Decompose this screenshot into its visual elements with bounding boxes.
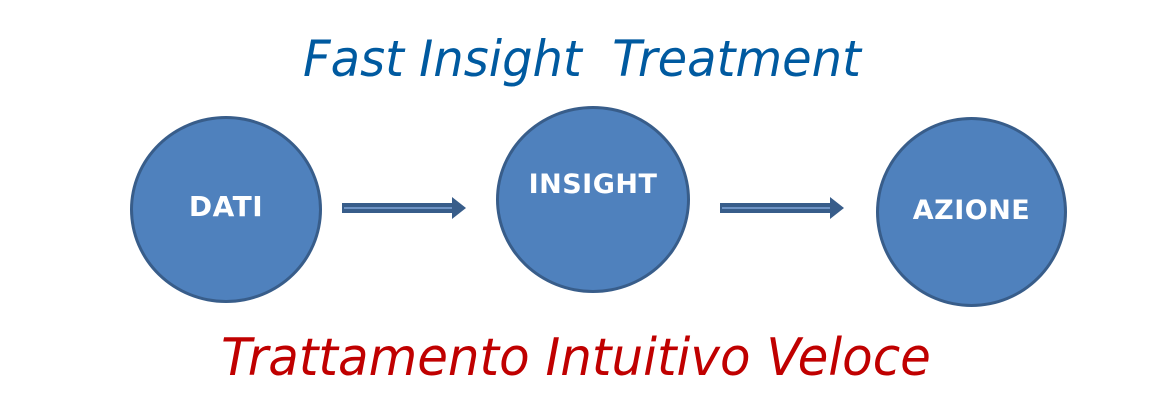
node-label-azione: AZIONE: [912, 194, 1031, 226]
node-label-dati: DATI: [188, 190, 264, 223]
right-arrow-icon: [342, 197, 466, 219]
right-arrow-icon: [720, 197, 844, 219]
node-insight: INSIGHT: [496, 106, 690, 293]
node-label-insight: INSIGHT: [528, 169, 658, 200]
diagram-title: Fast Insight Treatment: [303, 30, 861, 88]
node-azione: AZIONE: [876, 117, 1067, 307]
diagram-subtitle: Trattamento Intuitivo Veloce: [221, 328, 931, 388]
node-dati: DATI: [130, 116, 322, 303]
